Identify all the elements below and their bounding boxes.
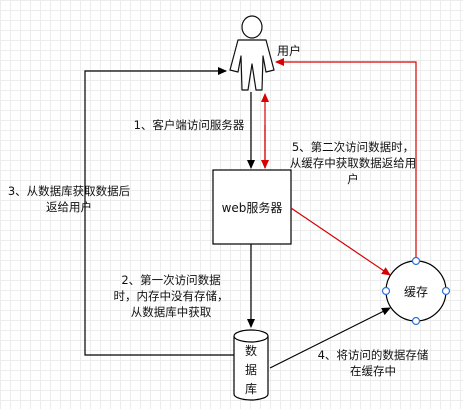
web-server-label: web服务器 bbox=[221, 201, 283, 215]
edge-label-step4: 4、将访问的数据存储在缓存中 bbox=[317, 348, 429, 378]
database-label-char: 库 bbox=[244, 382, 257, 396]
edge-label-step3: 3、从数据库获取数据后返给用户 bbox=[7, 184, 131, 214]
edge-database-to-cache bbox=[269, 307, 391, 369]
user-label: 用户 bbox=[277, 44, 302, 58]
edge-cache-to-user bbox=[275, 58, 417, 260]
cache-selection-handles bbox=[381, 256, 451, 326]
edge-label-step5: 5、第二次访问数据时，从缓存中获取数据返给用户 bbox=[289, 140, 417, 186]
database-label: 数 据 库 bbox=[234, 342, 268, 399]
web-server-node bbox=[212, 169, 292, 245]
stick-figure-user-icon bbox=[229, 15, 275, 91]
edge-label-step2: 2、第一次访问数据时，内存中没有存储，从数据库中获取 bbox=[113, 273, 229, 319]
cache-label: 缓存 bbox=[403, 285, 428, 299]
edge-web-server-to-cache bbox=[290, 207, 391, 276]
database-node bbox=[233, 329, 269, 401]
database-label-char: 数 bbox=[244, 344, 257, 358]
edge-database-to-user bbox=[84, 67, 234, 356]
database-label-char: 据 bbox=[244, 363, 257, 377]
edge-label-step1: 1、客户端访问服务器 bbox=[133, 118, 245, 132]
